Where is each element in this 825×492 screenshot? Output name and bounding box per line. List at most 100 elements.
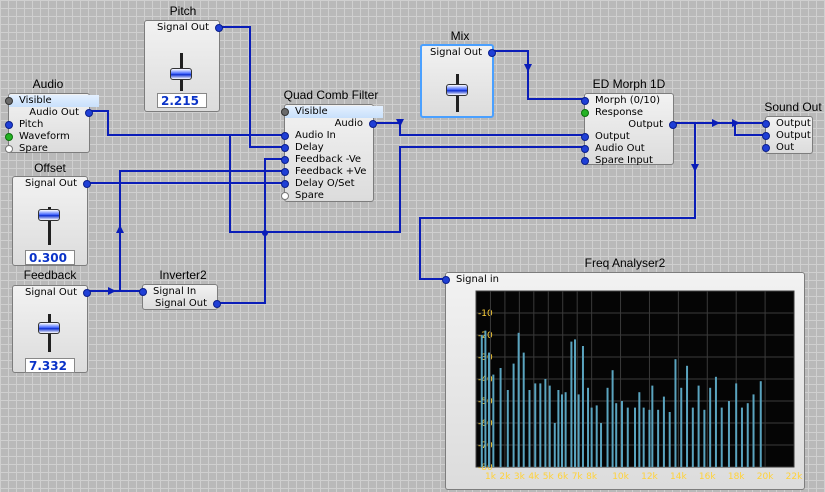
cable-comb-to-morph[interactable] — [374, 122, 584, 136]
pitch-value[interactable]: 2.215 — [157, 93, 207, 108]
input-connector-icon[interactable] — [581, 109, 589, 117]
spectrum-bar — [615, 403, 618, 467]
offset-signal-out-port[interactable]: Signal Out — [25, 178, 91, 190]
comb-feedback-pos-port[interactable]: Feedback +Ve — [281, 166, 366, 178]
input-connector-icon[interactable] — [281, 192, 289, 200]
cable-audio-to-comb[interactable] — [90, 110, 284, 136]
offset-module[interactable]: Signal Out 0.300 — [12, 176, 91, 266]
morph-module[interactable]: Morph (0/10) Response Output Output Audi… — [581, 93, 677, 167]
feedback-value[interactable]: 7.332 — [25, 358, 75, 373]
audio-out-port[interactable]: Audio Out — [29, 107, 93, 119]
comb-delay-label: Delay — [295, 142, 324, 153]
pitch-signal-out-port[interactable]: Signal Out — [157, 22, 223, 34]
comb-audio-out-port[interactable]: Audio — [335, 118, 377, 130]
input-connector-icon[interactable] — [5, 121, 13, 129]
comb-module[interactable]: Visible Audio Audio In Delay Feedback -V… — [281, 104, 383, 202]
output-connector-icon[interactable] — [85, 109, 93, 117]
morph-audio-out-port[interactable]: Audio Out — [581, 143, 645, 155]
comb-delay-port[interactable]: Delay — [281, 142, 324, 154]
x-tick-label: 10k — [612, 472, 629, 482]
sound-out-module[interactable]: Output Output Out — [762, 116, 813, 154]
morph-output-out-port[interactable]: Output — [628, 119, 677, 131]
inverter-module[interactable]: Signal In Signal Out — [139, 284, 221, 310]
feedback-module[interactable]: Signal Out 7.332 — [12, 285, 91, 373]
pitch-slider-knob[interactable] — [170, 68, 192, 80]
morph-response-port[interactable]: Response — [581, 107, 643, 119]
input-connector-icon[interactable] — [281, 168, 289, 176]
spectrum-bar — [570, 341, 573, 467]
morph-title: ED Morph 1D — [592, 77, 666, 91]
inverter-signal-in-port[interactable]: Signal In — [139, 286, 196, 298]
input-connector-icon[interactable] — [581, 145, 589, 153]
output-connector-icon[interactable] — [213, 300, 221, 308]
output-connector-icon[interactable] — [83, 289, 91, 297]
morph-spare-port[interactable]: Spare Input — [581, 155, 653, 167]
morph-output-in-port[interactable]: Output — [581, 131, 630, 143]
sound-output1-port[interactable]: Output — [762, 118, 811, 130]
input-connector-icon[interactable] — [762, 132, 770, 140]
comb-spare-port[interactable]: Spare — [281, 190, 324, 202]
analyser-module[interactable]: Signal in -10-20-30-40-50-60-70-801k2k3k… — [442, 272, 805, 490]
input-connector-icon[interactable] — [762, 144, 770, 152]
input-connector-icon[interactable] — [5, 97, 13, 105]
morph-audio-out-label: Audio Out — [595, 143, 645, 154]
comb-visible-port[interactable]: Visible — [281, 106, 383, 118]
audio-pitch-port[interactable]: Pitch — [5, 119, 43, 131]
sound-out-port[interactable]: Out — [762, 142, 794, 154]
input-connector-icon[interactable] — [442, 276, 450, 284]
spectrum-bar — [499, 368, 502, 467]
audio-spare-port[interactable]: Spare — [5, 143, 48, 155]
spectrum-bar — [648, 409, 651, 467]
audio-visible-port[interactable]: Visible — [5, 95, 99, 107]
offset-value[interactable]: 0.300 — [25, 250, 75, 265]
analyser-signal-in-port[interactable]: Signal in — [442, 274, 499, 286]
input-connector-icon[interactable] — [581, 97, 589, 105]
mix-slider-knob[interactable] — [446, 84, 468, 96]
audio-visible-label: Visible — [19, 95, 52, 106]
sound-output2-port[interactable]: Output — [762, 130, 811, 142]
comb-feedback-neg-port[interactable]: Feedback -Ve — [281, 154, 361, 166]
input-connector-icon[interactable] — [281, 156, 289, 164]
spectrum-bar — [517, 332, 520, 467]
cable-mix-to-morph[interactable] — [494, 50, 584, 100]
input-connector-icon[interactable] — [281, 108, 289, 116]
input-connector-icon[interactable] — [762, 120, 770, 128]
input-connector-icon[interactable] — [581, 133, 589, 141]
input-connector-icon[interactable] — [281, 132, 289, 140]
cable-pitch-to-comb-delay[interactable] — [220, 26, 284, 148]
morph-morph-label: Morph (0/10) — [595, 95, 660, 106]
input-connector-icon[interactable] — [581, 157, 589, 165]
output-connector-icon[interactable] — [369, 120, 377, 128]
audio-waveform-port[interactable]: Waveform — [5, 131, 70, 143]
output-connector-icon[interactable] — [669, 121, 677, 129]
mix-signal-out-port[interactable]: Signal Out — [430, 47, 496, 59]
feedback-slider-knob[interactable] — [38, 322, 60, 334]
morph-morph-port[interactable]: Morph (0/10) — [581, 95, 660, 107]
spectrum-bar — [638, 392, 641, 467]
cable-morph-to-analyser[interactable] — [419, 123, 696, 280]
cable-morph-to-soundout[interactable] — [674, 122, 765, 136]
input-connector-icon[interactable] — [5, 133, 13, 141]
morph-output-out-label: Output — [628, 119, 663, 130]
input-connector-icon[interactable] — [5, 145, 13, 153]
offset-slider-knob[interactable] — [38, 209, 60, 221]
analyser-title: Freq Analyser2 — [584, 256, 666, 270]
feedback-signal-out-port[interactable]: Signal Out — [25, 287, 91, 299]
mix-module[interactable]: Signal Out — [420, 44, 496, 118]
output-connector-icon[interactable] — [215, 24, 223, 32]
offset-slider-track[interactable] — [48, 207, 51, 245]
comb-delay-offset-port[interactable]: Delay O/Set — [281, 178, 355, 190]
sound-title: Sound Out — [764, 100, 822, 114]
cable-morph-feedback-loop[interactable] — [229, 135, 584, 233]
input-connector-icon[interactable] — [139, 288, 147, 296]
input-connector-icon[interactable] — [281, 144, 289, 152]
output-connector-icon[interactable] — [83, 180, 91, 188]
inverter-signal-out-port[interactable]: Signal Out — [155, 298, 221, 310]
pitch-module[interactable]: Signal Out 2.215 — [144, 20, 223, 112]
input-connector-icon[interactable] — [281, 180, 289, 188]
spectrum-bar — [657, 409, 660, 467]
audio-module[interactable]: Visible Audio Out Pitch Waveform Spare — [5, 93, 99, 155]
output-connector-icon[interactable] — [488, 49, 496, 57]
comb-audio-in-port[interactable]: Audio In — [281, 130, 336, 142]
feedback-title: Feedback — [23, 268, 77, 282]
